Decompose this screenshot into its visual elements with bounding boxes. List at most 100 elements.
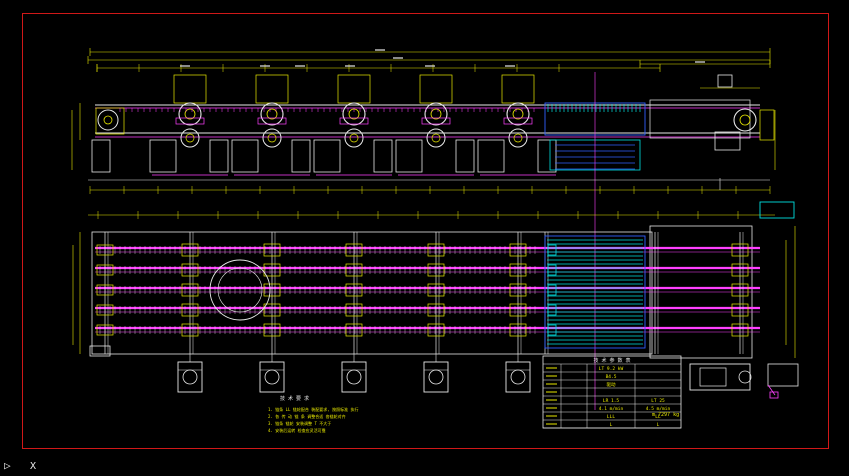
chain-guard — [257, 117, 287, 125]
end-guard — [759, 109, 775, 141]
sprocket-block — [427, 263, 445, 277]
sprocket-block — [345, 323, 363, 337]
sprocket-block — [345, 243, 363, 257]
sprocket-hub — [430, 108, 442, 120]
gear-motor-hub — [185, 133, 195, 143]
sprocket-block — [427, 323, 445, 337]
control-box — [759, 201, 795, 219]
callout-marker — [769, 391, 779, 399]
roller-bank — [544, 235, 646, 349]
sprocket-block — [181, 263, 199, 277]
drive-motor — [505, 361, 531, 393]
chain-guard — [339, 117, 369, 125]
drive-motor — [177, 361, 203, 393]
sprocket-block — [263, 323, 281, 337]
leg-support — [231, 139, 259, 173]
sprocket-block — [427, 243, 445, 257]
table-cell: L — [610, 422, 613, 428]
motor-face — [510, 369, 526, 385]
chain-guard — [503, 117, 533, 125]
drawing-border — [22, 13, 829, 449]
sprocket-hub — [266, 108, 278, 120]
drive-sprocket — [506, 102, 530, 126]
leg-support — [455, 139, 475, 173]
table-cell: 4.1 m/min — [599, 406, 624, 412]
head-sprocket — [96, 244, 114, 256]
sprocket-block — [509, 243, 527, 257]
gear-motor — [426, 128, 446, 148]
turntable-ring — [209, 259, 271, 321]
chain-guard — [421, 117, 451, 125]
notes-title: 技 术 要 求 — [280, 395, 309, 402]
sprocket-block — [509, 263, 527, 277]
head-frame — [95, 107, 125, 135]
leg-support — [313, 139, 341, 173]
leg-support — [291, 139, 311, 173]
sprocket-block — [181, 323, 199, 337]
drive-sprocket — [260, 102, 284, 126]
sprocket-block — [509, 283, 527, 297]
table-header: 技 术 参 数 表 — [593, 357, 630, 364]
gear-motor-hub — [349, 133, 359, 143]
gear-motor — [180, 128, 200, 148]
sprocket-block — [427, 283, 445, 297]
note-line: 4. 安装后运转 检查应灵活可靠 — [268, 427, 326, 433]
head-sprocket — [97, 109, 119, 131]
chain-guard — [175, 117, 205, 125]
sprocket-hub — [184, 108, 196, 120]
motor-face — [264, 369, 280, 385]
drive-station-frame — [173, 74, 207, 104]
tail-sprocket — [731, 243, 749, 257]
head-sprocket — [96, 304, 114, 316]
technical-notes: 技 术 要 求1. 链条 LL 链轮配合 装配要求, 按照标准 执行2. 各 传… — [268, 395, 359, 433]
motor-face — [738, 370, 752, 384]
table-cell: 驱动 — [607, 381, 616, 388]
sprocket-block — [181, 243, 199, 257]
drive-sprocket — [424, 102, 448, 126]
sprocket-block — [181, 283, 199, 297]
sprocket-block — [345, 303, 363, 317]
sprocket-block — [509, 303, 527, 317]
drive-station-frame — [419, 74, 453, 104]
sprocket-block — [181, 303, 199, 317]
drive-station-frame — [337, 74, 371, 104]
gear-motor-hub — [431, 133, 441, 143]
leg-support — [149, 139, 177, 173]
table-cell: L — [657, 422, 660, 428]
tail-sprocket — [731, 283, 749, 297]
tail-guard — [767, 363, 799, 387]
roller-guide — [547, 304, 557, 316]
head-sprocket — [96, 284, 114, 296]
leg-support — [537, 139, 557, 173]
drive-motor — [341, 361, 367, 393]
ucs-icon: ▷ — [4, 459, 11, 472]
gear-motor-hub — [513, 133, 523, 143]
tail-sprocket — [731, 323, 749, 337]
sprocket-block — [345, 283, 363, 297]
plan-frame-outline — [91, 231, 653, 355]
tail-sprocket — [731, 303, 749, 317]
sprocket-block — [345, 263, 363, 277]
sprocket-hub — [103, 115, 113, 125]
gear-motor — [262, 128, 282, 148]
drive-station-frame — [501, 74, 535, 104]
motor-face — [428, 369, 444, 385]
sprocket-block — [263, 263, 281, 277]
gearbox — [699, 367, 727, 387]
head-sprocket — [96, 324, 114, 336]
drive-sprocket — [178, 102, 202, 126]
leg-support — [477, 139, 505, 173]
roller-guide — [547, 324, 557, 336]
sprocket-block — [427, 303, 445, 317]
sprocket-hub — [512, 108, 524, 120]
table-cell: LLL — [607, 414, 615, 420]
roller-guide — [547, 264, 557, 276]
note-line: 2. 各 传 动 链 条 调整合适 各链轮对齐 — [268, 413, 346, 419]
gear-motor-hub — [267, 133, 277, 143]
tension-device — [717, 74, 733, 88]
side-elevation-view — [71, 48, 776, 410]
sprocket-block — [263, 243, 281, 257]
